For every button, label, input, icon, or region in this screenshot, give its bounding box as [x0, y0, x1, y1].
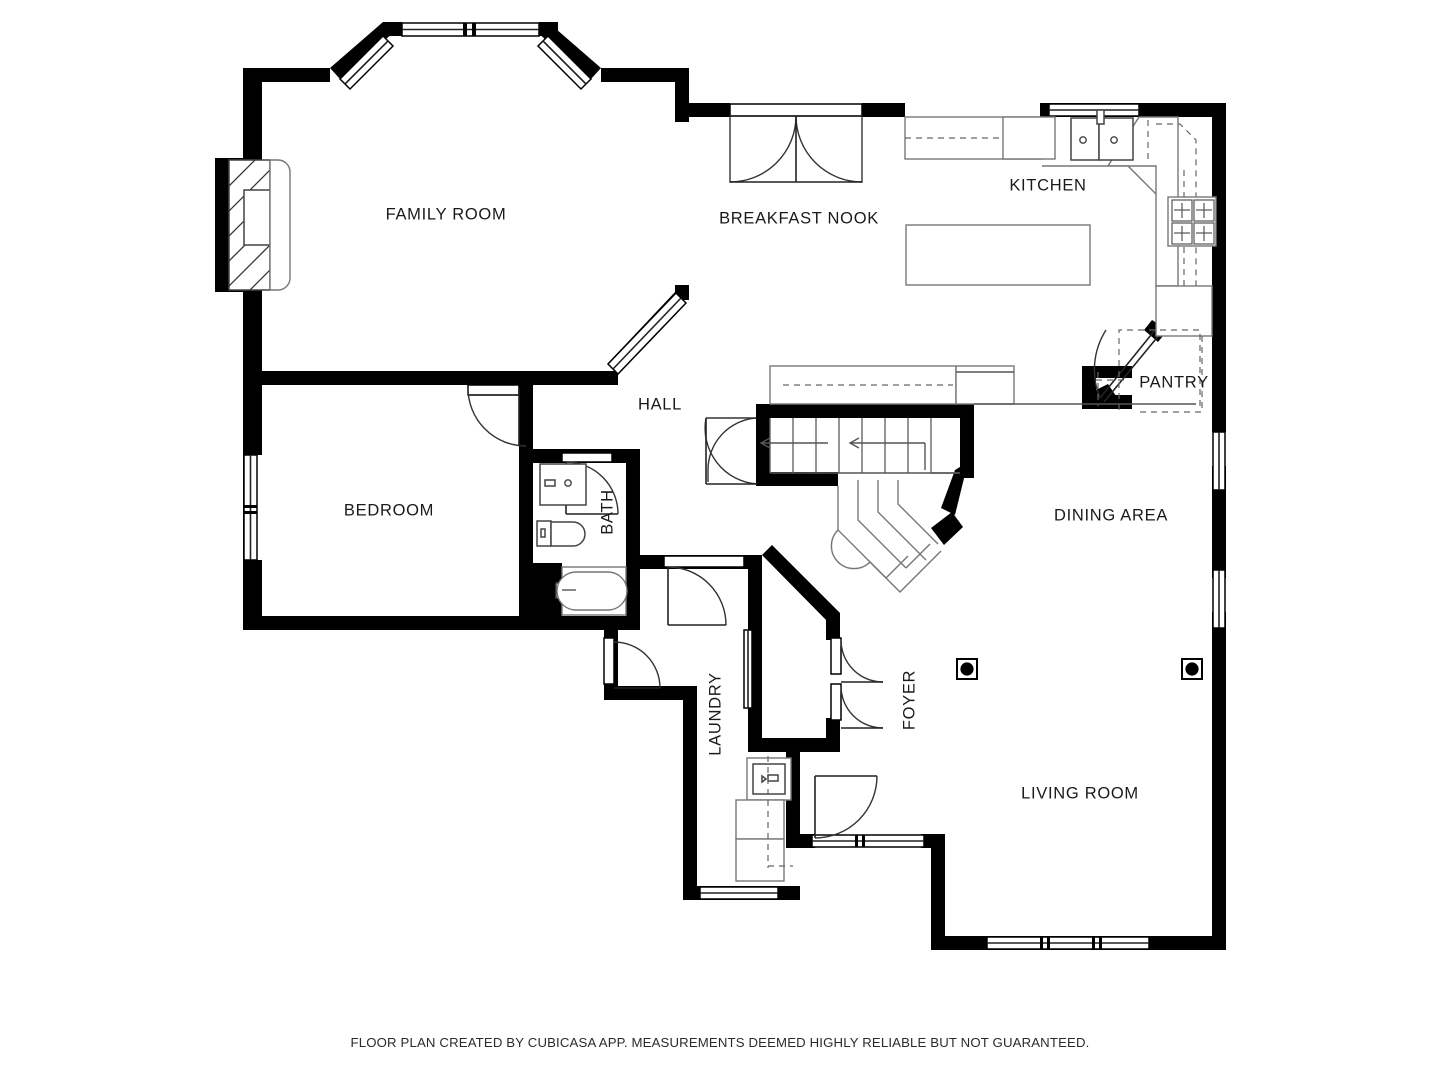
room-label-bath: BATH — [598, 489, 616, 535]
bath-toilet — [536, 520, 586, 547]
washer — [735, 799, 785, 840]
room-label-kitchen: KITCHEN — [1009, 176, 1086, 194]
dining-window-east-upper — [1212, 431, 1226, 491]
fixtures-group — [228, 109, 1217, 882]
room-label-pantry: PANTRY — [1139, 373, 1209, 391]
room-label-breakfast-nook: BREAKFAST NOOK — [719, 209, 879, 227]
stair-door — [704, 417, 758, 485]
room-label-living-room: LIVING ROOM — [1021, 784, 1139, 802]
bath-vanity-sink — [539, 463, 587, 506]
room-label-laundry: LAUNDRY — [706, 672, 724, 755]
laundry-sink — [746, 757, 792, 801]
room-label-bedroom: BEDROOM — [344, 501, 434, 519]
breakfast-nook-french-doors — [729, 103, 863, 183]
hall-closet-door — [603, 637, 661, 689]
front-entry-door — [814, 775, 878, 839]
room-label-family-room: FAMILY ROOM — [386, 205, 507, 223]
footer-disclaimer: FLOOR PLAN CREATED BY CUBICASA APP. MEAS… — [351, 1035, 1090, 1050]
entry-sidelight-window — [811, 834, 925, 848]
pantry-door — [1093, 329, 1161, 403]
room-label-foyer: FOYER — [900, 670, 918, 730]
column-marker-left — [956, 658, 978, 680]
windows-group — [243, 22, 1226, 950]
family-room-angled-window — [606, 291, 688, 376]
laundry-door — [663, 555, 745, 626]
room-labels: FAMILY ROOM BREAKFAST NOOK KITCHEN PANTR… — [344, 176, 1209, 802]
family-room-bay-window-right — [536, 34, 593, 91]
bedroom-window-west — [243, 454, 258, 561]
bath-door — [561, 452, 619, 515]
column-markers — [956, 658, 1203, 680]
bedroom-door — [467, 384, 527, 447]
coat-closet-doors — [830, 637, 884, 729]
family-room-bay-window-left — [338, 34, 395, 91]
kitchen-sink — [1070, 109, 1134, 161]
bathtub — [555, 566, 628, 616]
pantry-shelving — [1096, 329, 1206, 413]
living-room-window-south — [986, 936, 1150, 950]
cooktop — [1167, 196, 1217, 247]
stair-winders — [830, 480, 942, 593]
kitchen-island — [905, 224, 1091, 286]
closet-pocket-window — [743, 629, 753, 709]
dryer — [735, 838, 785, 882]
dining-window-east-lower — [1212, 569, 1226, 629]
fireplace — [228, 159, 291, 291]
kitchen-window-north — [1048, 103, 1140, 117]
room-label-hall: HALL — [638, 395, 682, 413]
room-label-dining-area: DINING AREA — [1054, 506, 1168, 524]
laundry-window-south — [699, 886, 779, 900]
stair-direction-arrows — [759, 437, 926, 470]
column-marker-right — [1181, 658, 1203, 680]
staircase — [759, 418, 960, 593]
doors-group — [467, 103, 1161, 839]
family-room-bay-window-center — [401, 22, 540, 37]
stair-upper-shelf — [769, 365, 1196, 405]
